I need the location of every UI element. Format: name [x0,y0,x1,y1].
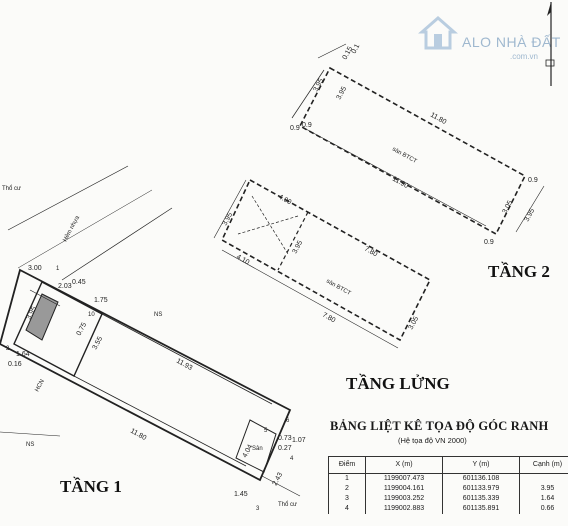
cell: 1199007.473 [365,473,443,484]
coord-table-title: BẢNG LIỆT KÊ TỌA ĐỘ GÓC RANH [330,419,549,433]
col-header-x: X (m) [365,456,443,474]
t1-dim-0-45: 0.45 [72,279,86,286]
col-header-diem: Điểm [328,456,366,474]
t2-dim-3-95b: 3.95 [336,86,349,101]
table-row: 3 1199003.252 601135.339 1.64 [328,494,568,504]
table-header-row: Điểm X (m) Y (m) Cạnh (m) [328,456,568,474]
tl-dim-3-05: 3.05 [408,316,421,331]
t1-dim-1-07: 1.07 [292,437,306,444]
cell: 2 [328,484,366,494]
tl-san-btct: sàn BTCT [325,279,352,298]
cell: 3 [328,494,366,504]
t1-point-6: 6 [286,418,290,424]
coord-table: Điểm X (m) Y (m) Cạnh (m) 1 1199007.473 … [328,456,568,514]
tang-lung-title: TẦNG LỬNG [346,374,450,393]
coord-table-subtitle: (Hệ tọa độ VN 2000) [398,436,467,445]
t1-point-10: 10 [88,312,95,318]
table-row: 1 1199007.473 601136.108 [328,473,568,484]
t1-point-1: 1 [56,266,60,272]
t1-point-5: 5 [264,428,268,434]
t2-dim-0-9d: 0.9 [484,239,494,246]
t1-dim-0-16: 0.16 [8,361,22,368]
col-header-y: Y (m) [442,456,520,474]
t1-dim-11-93: 11.93 [175,358,193,372]
tang-lung-plan [213,178,432,349]
tang1-plan [0,165,301,497]
cell: 4 [328,504,366,514]
table-row: 2 1199004.161 601133.979 3.95 [328,484,568,494]
t1-dim-11-80: 11.80 [129,428,147,442]
cell: 1 [328,473,366,484]
tang2-plan [291,43,545,236]
t2-dim-0-9a: 0.9 [290,125,300,132]
t2-dim-0-9b: 0.9 [302,122,312,129]
t2-san-btct: sàn BTCT [391,147,418,166]
t1-dim-0-75: 0.75 [76,322,89,337]
tl-dim-7-80a: 7.80 [363,246,378,259]
cell: 601136.108 [442,473,520,484]
t1-dim-2-03: 2.03 [58,283,72,290]
cell: 601135.891 [442,504,520,514]
tl-dim-4-00: 4.00 [277,194,292,207]
col-header-canh: Cạnh (m) [519,456,568,474]
t2-dim-0-9c: 0.9 [528,177,538,184]
t2-dim-11-90: 11.90 [391,176,409,190]
watermark-brand: ALO NHÀ ĐẤT [462,34,561,50]
t1-dim-1-75: 1.75 [94,297,108,304]
cell: 1199002.883 [365,504,443,514]
tl-dim-7-80b: 7.80 [321,312,336,325]
tho-cu-top-label: Thổ cư [2,185,21,192]
hem-nhua-label: Hẻm nhựa [62,214,81,242]
t1-dim-3-55: 3.55 [92,336,105,351]
t1-dim-1-45: 1.45 [234,491,248,498]
t1-point-2: 2 [6,346,10,352]
t1-dim-1-64: 1.64 [16,351,30,358]
cell: 1.64 [519,494,568,504]
tang2-title: TẦNG 2 [488,262,550,281]
north-arrow-icon [545,2,555,86]
cell: 1199004.161 [365,484,443,494]
t1-hc-code: HCN [34,379,45,393]
t1-point-3: 3 [256,506,260,512]
ns-label-2: NS [26,442,34,448]
cell: 0.66 [519,504,568,514]
table-row: 4 1199002.883 601135.891 0.66 [328,504,568,514]
watermark-domain: .com.vn [510,52,539,61]
cell: 1199003.252 [365,494,443,504]
cell: 3.95 [519,484,568,494]
t1-dim-0-73: 0.73 [278,435,292,442]
watermark: ALO NHÀ ĐẤT .com.vn [418,6,566,64]
t1-dim-3-00: 3.00 [28,265,42,272]
t1-point-4: 4 [290,456,294,462]
ns-label-1: NS [154,312,162,318]
san-label: Sân [252,446,263,452]
cell: 601133.979 [442,484,520,494]
t1-dim-0-27: 0.27 [278,445,292,452]
cell: 601135.339 [442,494,520,504]
tl-dim-3-95b: 3.95 [292,240,305,255]
tho-cu-bottom-label: Thổ cư [278,501,297,508]
cell [519,473,568,484]
house-logo-icon [418,16,458,50]
t2-dim-3-95c: 3.95 [524,208,537,223]
t1-dim-2-43: 2.43 [272,472,285,487]
t2-dim-0-1: 0.1 [351,43,362,55]
tang1-title: TẦNG 1 [60,477,122,496]
